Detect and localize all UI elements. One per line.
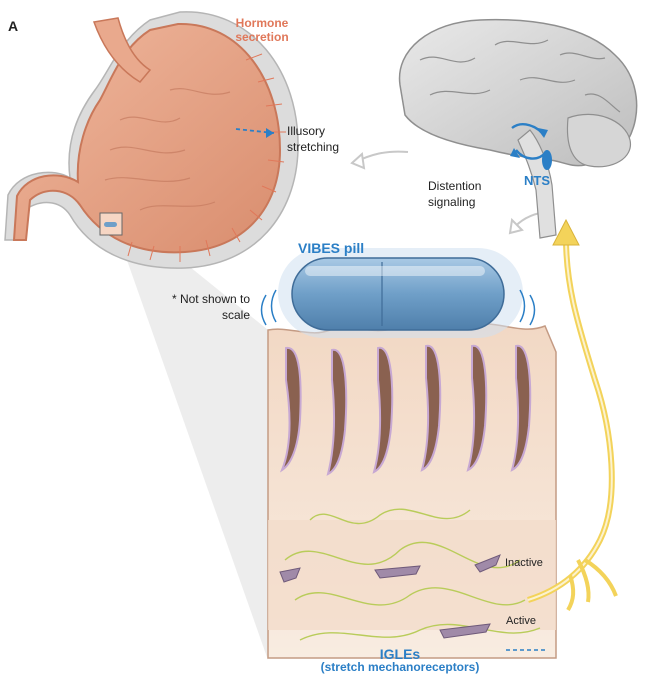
igles-label: IGLEs xyxy=(379,646,421,662)
nerve-branches xyxy=(566,558,618,612)
zoom-cone xyxy=(110,212,268,660)
signal-arrows xyxy=(350,150,546,235)
vibes-pill-graphic xyxy=(260,248,536,338)
distention-signaling-label: Distention signaling xyxy=(428,179,482,209)
vagal-nerve xyxy=(527,218,618,612)
igle-active xyxy=(374,565,421,579)
panel-letter: A xyxy=(8,18,19,34)
brain xyxy=(398,18,638,239)
stomach-wall xyxy=(12,22,282,254)
igle-receptors xyxy=(279,554,501,639)
cerebellum xyxy=(566,113,632,168)
nts-nucleus xyxy=(542,150,552,170)
igle-inactive-2 xyxy=(474,554,501,573)
nts-label: NTS xyxy=(524,173,550,188)
nerve-arrowhead xyxy=(552,218,580,246)
pill-highlight xyxy=(305,266,485,276)
pill-body xyxy=(291,257,505,331)
vibration-lines xyxy=(260,289,536,326)
hormone-secretion-label: Hormone secretion xyxy=(235,16,289,44)
stomach-rugae xyxy=(104,88,231,211)
active-label: Active xyxy=(506,615,536,627)
not-to-scale-note: * Not shown to scale xyxy=(171,292,250,322)
illusory-stretching-label: Illusory stretching xyxy=(287,124,340,154)
tissue-block xyxy=(267,323,557,659)
esophagus xyxy=(92,17,152,83)
igles-subtitle: (stretch mechanoreceptors) xyxy=(320,660,480,674)
igle-active-2 xyxy=(439,623,491,639)
mini-pill xyxy=(104,222,117,227)
stomach xyxy=(4,11,299,269)
gastric-glands xyxy=(279,344,532,476)
inactive-label: Inactive xyxy=(505,557,543,569)
igle-inactive xyxy=(279,567,301,583)
brain-gyri xyxy=(419,39,621,113)
muscle-layer xyxy=(268,520,556,630)
vibes-pill-label: VIBES pill xyxy=(298,240,365,256)
